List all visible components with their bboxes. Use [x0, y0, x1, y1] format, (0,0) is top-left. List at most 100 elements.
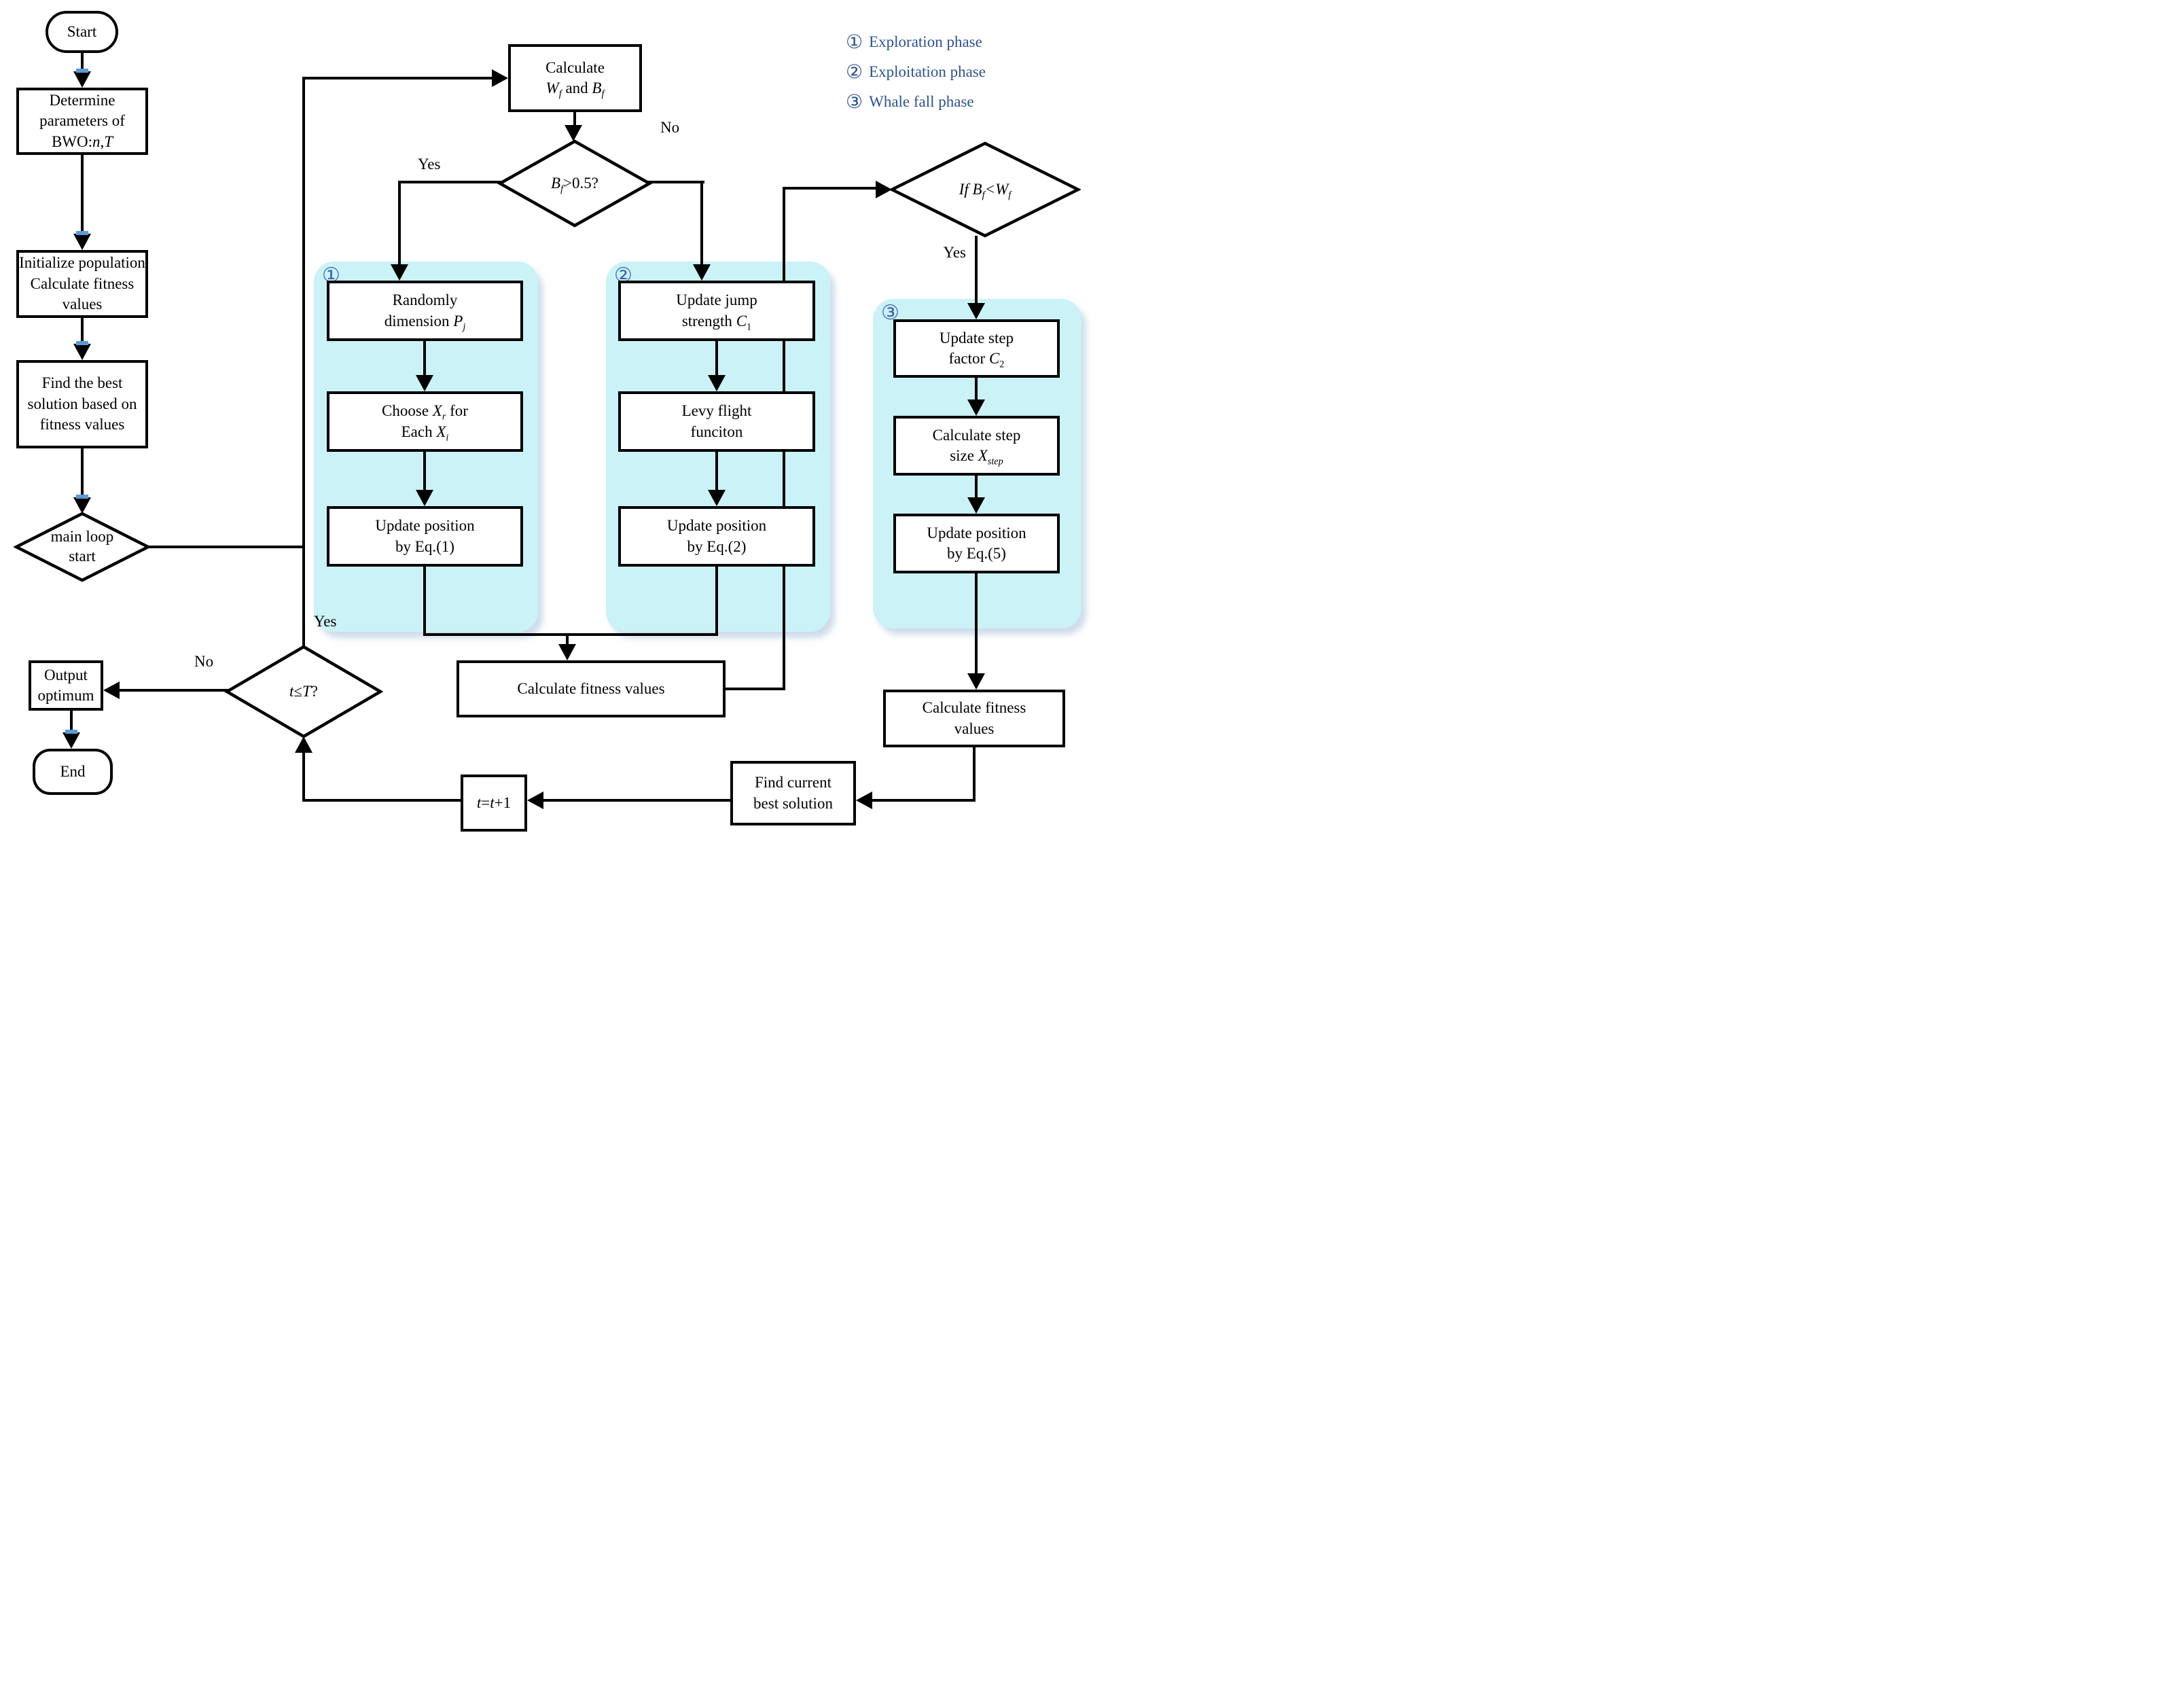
end-node: End: [33, 749, 113, 795]
connector-line: [975, 236, 978, 304]
label-t-no: No: [194, 653, 214, 670]
t-check-label: t≤T?: [289, 682, 319, 700]
arrow-accent: [76, 341, 88, 345]
arrowhead: [565, 125, 582, 141]
connector-line: [302, 77, 305, 647]
arrowhead: [708, 490, 726, 506]
connector-line: [81, 155, 84, 235]
connector-line: [872, 799, 976, 802]
connector-line: [715, 567, 718, 636]
connector-line: [302, 753, 305, 802]
label-bf-no: No: [660, 119, 680, 136]
connector-line: [543, 799, 730, 802]
connector-line: [715, 452, 718, 491]
calculate-fitness-mid-label: Calculate fitness values: [517, 679, 665, 697]
label-t-yes: Yes: [314, 613, 337, 630]
arrow-accent: [65, 730, 77, 734]
label-wf-yes: Yes: [943, 244, 966, 261]
arrowhead: [62, 732, 80, 749]
connector-line: [973, 747, 976, 802]
arrowhead: [103, 681, 120, 699]
arrowhead: [967, 673, 985, 690]
arrowhead: [967, 399, 985, 416]
arrowhead: [967, 497, 985, 514]
circled-2-icon: ②: [846, 62, 863, 83]
connector-line: [81, 448, 84, 497]
connector-line: [715, 341, 718, 376]
connector-line: [423, 633, 718, 636]
connector-line: [726, 688, 785, 690]
connector-line: [398, 181, 401, 266]
connector-line: [81, 53, 84, 74]
connector-line: [70, 711, 73, 734]
connector-line: [700, 181, 703, 266]
connector-line: [975, 476, 978, 500]
legend-item-exploitation: ② Exploitation phase: [846, 57, 986, 87]
arrowhead: [73, 497, 91, 514]
connector-line: [975, 573, 978, 675]
connector-line: [148, 546, 305, 548]
connector-line: [423, 341, 426, 376]
t-increment-box: t=t+1: [461, 775, 527, 832]
end-label: End: [60, 762, 86, 780]
arrowhead: [416, 375, 433, 391]
connector-line: [120, 689, 228, 692]
connector-line: [566, 633, 569, 645]
arrowhead: [73, 344, 91, 360]
arrow-accent: [76, 231, 88, 235]
arrowhead: [492, 69, 508, 87]
flowchart-canvas: ① ② ③ Yes No: [0, 0, 1091, 854]
wf-comparison-diamond: If Bf<Wf: [889, 141, 1081, 238]
connector-line: [423, 452, 426, 491]
connector-line: [302, 77, 493, 79]
t-check-diamond: t≤T?: [224, 644, 383, 739]
circled-3-icon: ③: [846, 92, 863, 113]
arrowhead: [295, 736, 312, 753]
arrowhead: [693, 264, 711, 281]
connector-line: [81, 318, 84, 345]
legend: ① Exploration phase ② Exploitation phase…: [846, 27, 986, 117]
t-increment-label: t=t+1: [476, 794, 512, 811]
legend-label-exploration: Exploration phase: [869, 33, 982, 50]
bf-threshold-label: Bf>0.5?: [551, 174, 598, 195]
arrowhead: [558, 644, 576, 660]
arrowhead: [708, 375, 726, 391]
connector-line: [783, 187, 877, 190]
start-label: Start: [67, 22, 97, 40]
calculate-fitness-mid-box: Calculate fitness values: [457, 660, 726, 717]
bf-threshold-diamond: Bf>0.5?: [497, 139, 652, 228]
legend-item-whale-fall: ③ Whale fall phase: [846, 87, 986, 117]
connector-line: [398, 181, 503, 183]
legend-item-exploration: ① Exploration phase: [846, 27, 986, 57]
connector-line: [975, 378, 978, 402]
